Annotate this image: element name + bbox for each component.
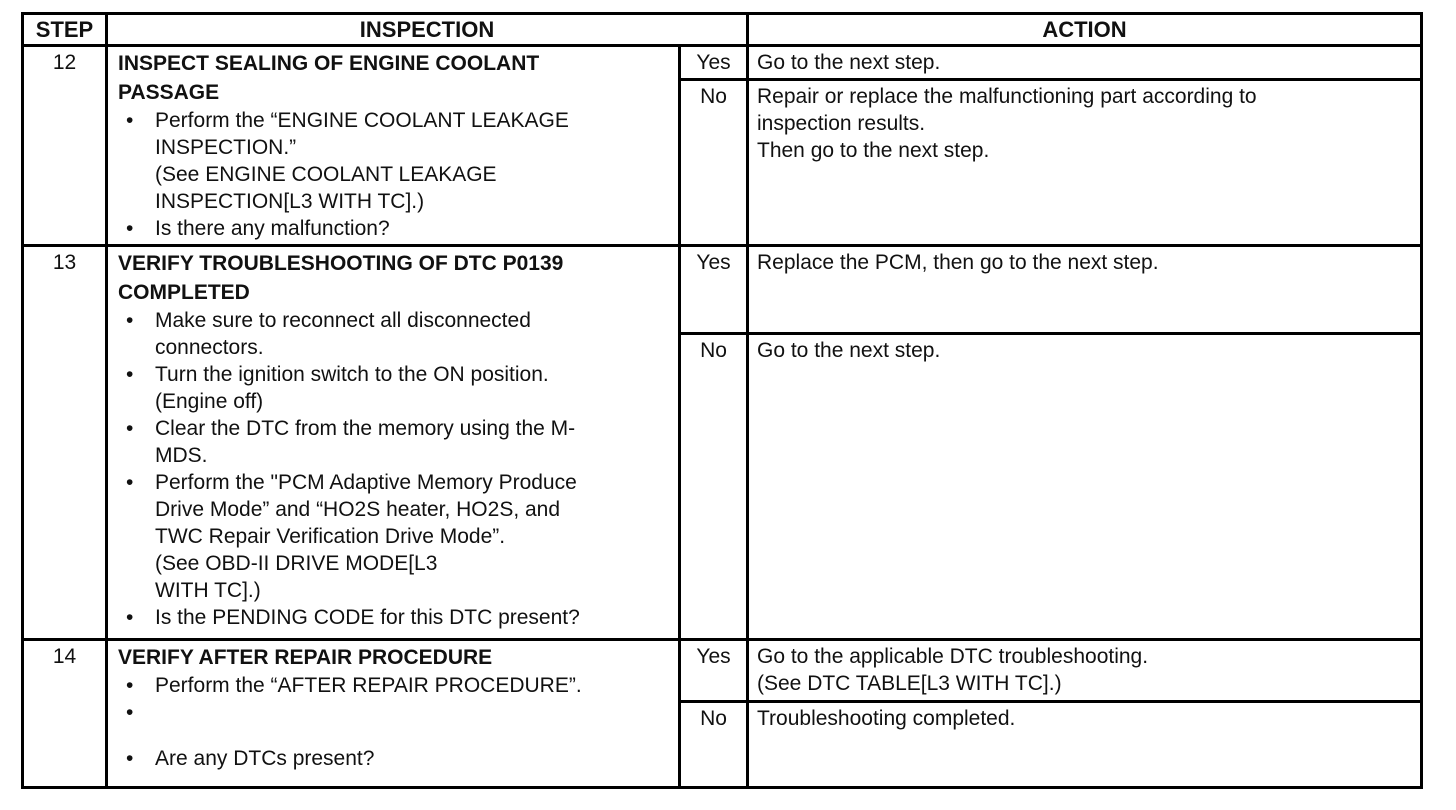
bullet-text-line: TWC Repair Verification Drive Mode”. — [155, 525, 506, 548]
list-item: Perform the “AFTER REPAIR PROCEDURE”. — [118, 672, 670, 699]
header-row: STEP INSPECTION ACTION — [21, 12, 1423, 47]
text-line: PASSAGE — [118, 81, 220, 104]
table-row: No Troubleshooting completed. — [23, 700, 1423, 789]
list-item: Perform the “ENGINE COOLANT LEAKAGE INSP… — [118, 107, 670, 215]
bullet-text-line: WITH TC].) — [155, 579, 261, 602]
bullet-text-line: Is the PENDING CODE for this DTC present… — [155, 606, 580, 629]
spacer — [118, 699, 670, 726]
inspection-title: INSPECT SEALING OF ENGINE COOLANT PASSAG… — [118, 49, 670, 107]
text-line: COMPLETED — [118, 281, 250, 304]
text-line: inspection results. — [757, 112, 926, 135]
bullet-text-line: connectors. — [155, 336, 264, 359]
bullet-text-line: INSPECTION[L3 WITH TC].) — [155, 190, 425, 213]
inspection-header: INSPECTION — [105, 12, 749, 47]
no-label: No — [678, 332, 749, 641]
text-line: Troubleshooting completed. — [757, 707, 1016, 730]
no-label: No — [678, 78, 749, 247]
no-label: No — [678, 700, 749, 789]
table-row: 14 VERIFY AFTER REPAIR PROCEDURE Perform… — [21, 638, 1423, 789]
table-row: No Repair or replace the malfunctioning … — [23, 78, 1423, 247]
inspection-title: VERIFY AFTER REPAIR PROCEDURE — [118, 643, 670, 672]
inspection-bullets: Perform the “ENGINE COOLANT LEAKAGE INSP… — [118, 107, 670, 242]
yes-label: Yes — [678, 638, 749, 703]
yes-action: Go to the next step. — [746, 44, 1423, 81]
list-item: Perform the "PCM Adaptive Memory Produce… — [118, 469, 670, 604]
bullet-text-line: Turn the ignition switch to the ON posit… — [155, 363, 549, 386]
list-item: Turn the ignition switch to the ON posit… — [118, 361, 670, 415]
text-line: VERIFY TROUBLESHOOTING OF DTC P0139 — [118, 252, 564, 275]
bullet-text-line: Drive Mode” and “HO2S heater, HO2S, and — [155, 498, 561, 521]
step-number: 12 — [21, 44, 108, 247]
bullet-text-line: Perform the “AFTER REPAIR PROCEDURE”. — [155, 674, 582, 697]
list-item: Clear the DTC from the memory using the … — [118, 415, 670, 469]
text-line: VERIFY AFTER REPAIR PROCEDURE — [118, 646, 493, 669]
yes-label: Yes — [678, 244, 749, 335]
step-header: STEP — [21, 12, 108, 47]
inspection-cell: INSPECT SEALING OF ENGINE COOLANT PASSAG… — [105, 44, 681, 247]
text-line: Replace the PCM, then go to the next ste… — [757, 251, 1159, 274]
text-line: INSPECT SEALING OF ENGINE COOLANT — [118, 52, 540, 75]
table-row: No Go to the next step. — [23, 332, 1423, 641]
step-number: 13 — [21, 244, 108, 641]
bullet-text-line: Is there any malfunction? — [155, 217, 390, 240]
table-row: 12 INSPECT SEALING OF ENGINE COOLANT PAS… — [21, 44, 1423, 247]
bullet-text-line: INSPECTION.” — [155, 136, 297, 159]
inspection-title: VERIFY TROUBLESHOOTING OF DTC P0139 COMP… — [118, 249, 670, 307]
bullet-text-line: (See OBD-II DRIVE MODE[L3 — [155, 552, 438, 575]
text-line: Repair or replace the malfunctioning par… — [757, 85, 1257, 108]
bullet-text-line: (Engine off) — [155, 390, 264, 413]
text-line: Then go to the next step. — [757, 139, 990, 162]
step-number: 14 — [21, 638, 108, 789]
yes-action: Replace the PCM, then go to the next ste… — [746, 244, 1423, 335]
inspection-cell: VERIFY TROUBLESHOOTING OF DTC P0139 COMP… — [105, 244, 681, 641]
list-item: Is there any malfunction? — [118, 215, 670, 242]
no-action: Troubleshooting completed. — [746, 700, 1423, 789]
text-line: (See DTC TABLE[L3 WITH TC].) — [757, 672, 1062, 695]
list-item: Are any DTCs present? — [118, 745, 670, 772]
yes-action: Go to the applicable DTC troubleshooting… — [746, 638, 1423, 703]
inspection-bullets: Perform the “AFTER REPAIR PROCEDURE”. Ar… — [118, 672, 670, 772]
inspection-bullets: Make sure to reconnect all disconnected … — [118, 307, 670, 631]
bullet-text-line: Perform the “ENGINE COOLANT LEAKAGE — [155, 109, 569, 132]
table-row: 13 VERIFY TROUBLESHOOTING OF DTC P0139 C… — [21, 244, 1423, 641]
text-line: Go to the applicable DTC troubleshooting… — [757, 645, 1149, 668]
action-header: ACTION — [746, 12, 1423, 47]
list-item: Make sure to reconnect all disconnected … — [118, 307, 670, 361]
text-line: Go to the next step. — [757, 339, 941, 362]
bullet-text-line: Clear the DTC from the memory using the … — [155, 417, 576, 440]
bullet-text-line: MDS. — [155, 444, 208, 467]
bullet-text-line: Are any DTCs present? — [155, 747, 375, 770]
yes-label: Yes — [678, 44, 749, 81]
no-action: Go to the next step. — [746, 332, 1423, 641]
bullet-text-line: (See ENGINE COOLANT LEAKAGE — [155, 163, 497, 186]
troubleshooting-table: STEP INSPECTION ACTION 12 INSPECT SEALIN… — [21, 12, 1423, 789]
text-line: Go to the next step. — [757, 51, 941, 74]
bullet-text-line: Perform the "PCM Adaptive Memory Produce — [155, 471, 577, 494]
list-item: Is the PENDING CODE for this DTC present… — [118, 604, 670, 631]
bullet-text-line: Make sure to reconnect all disconnected — [155, 309, 531, 332]
no-action: Repair or replace the malfunctioning par… — [746, 78, 1423, 247]
inspection-cell: VERIFY AFTER REPAIR PROCEDURE Perform th… — [105, 638, 681, 789]
